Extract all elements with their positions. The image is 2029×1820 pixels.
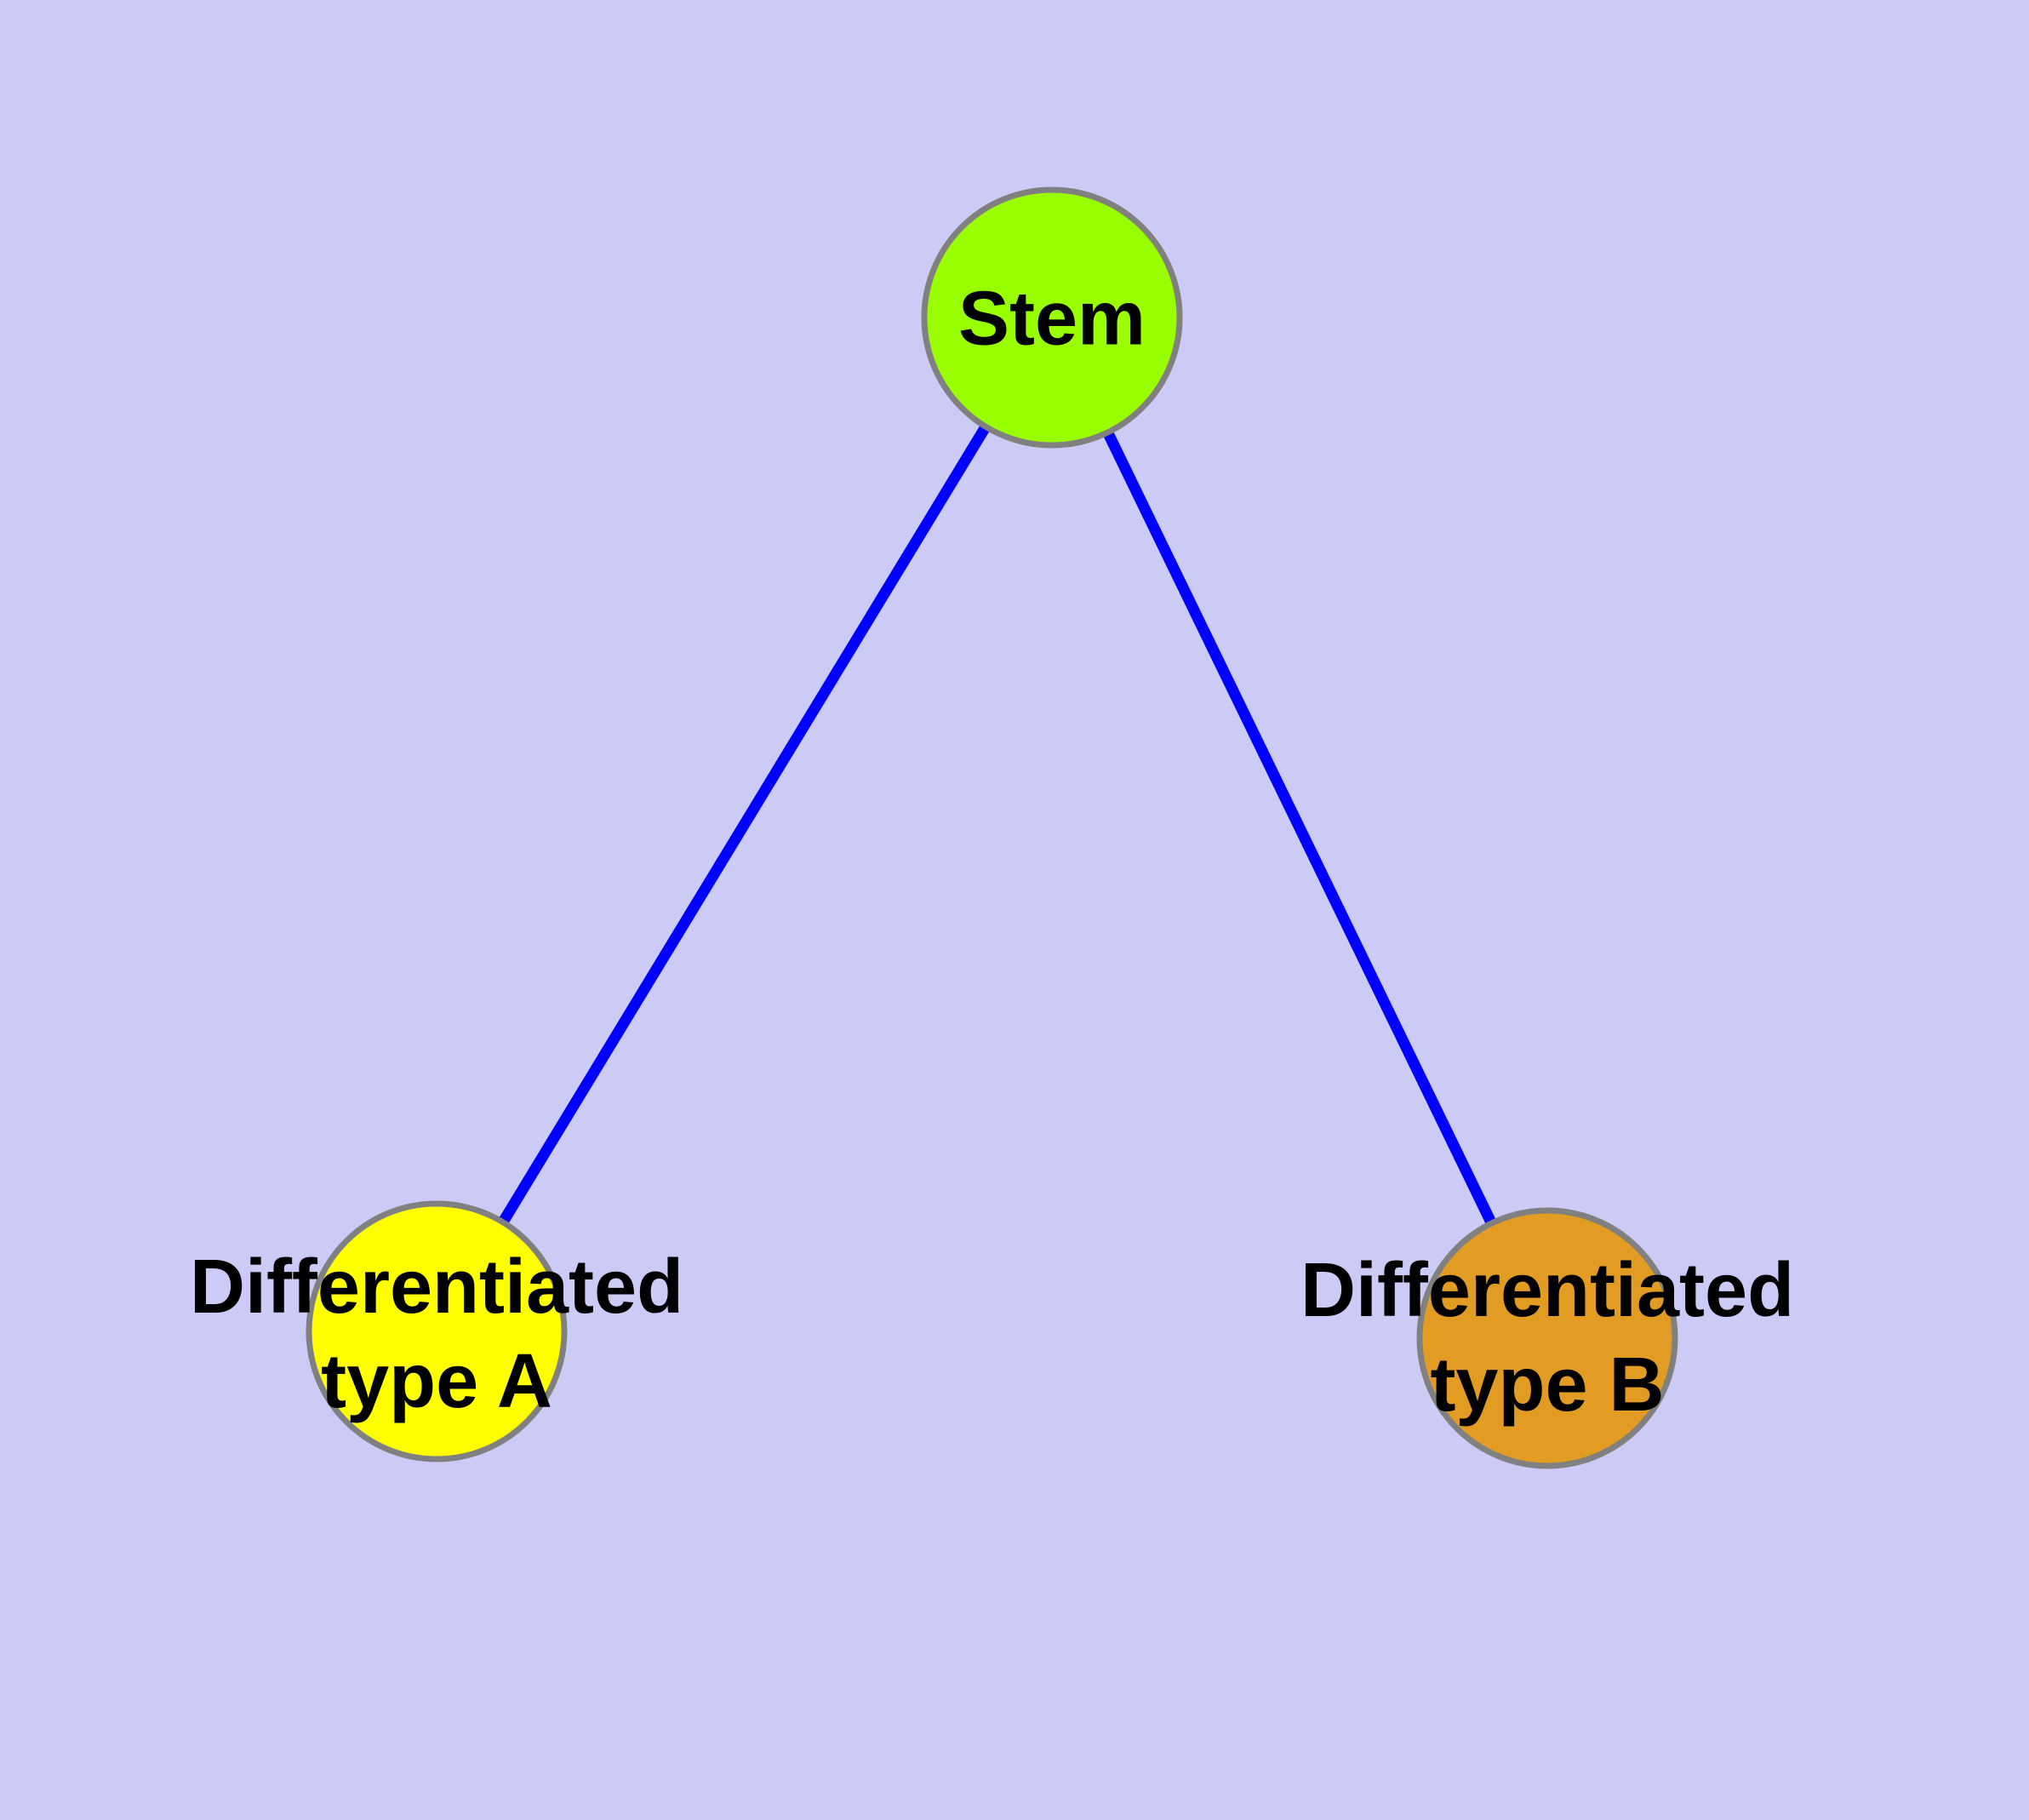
node-circle-type-b: [1416, 1207, 1678, 1469]
node-circle-stem: [921, 186, 1183, 449]
edge-stem-to-type-a: [432, 314, 1057, 1335]
edge-stem-to-type-b: [1047, 315, 1552, 1341]
node-circle-type-a: [306, 1200, 568, 1462]
